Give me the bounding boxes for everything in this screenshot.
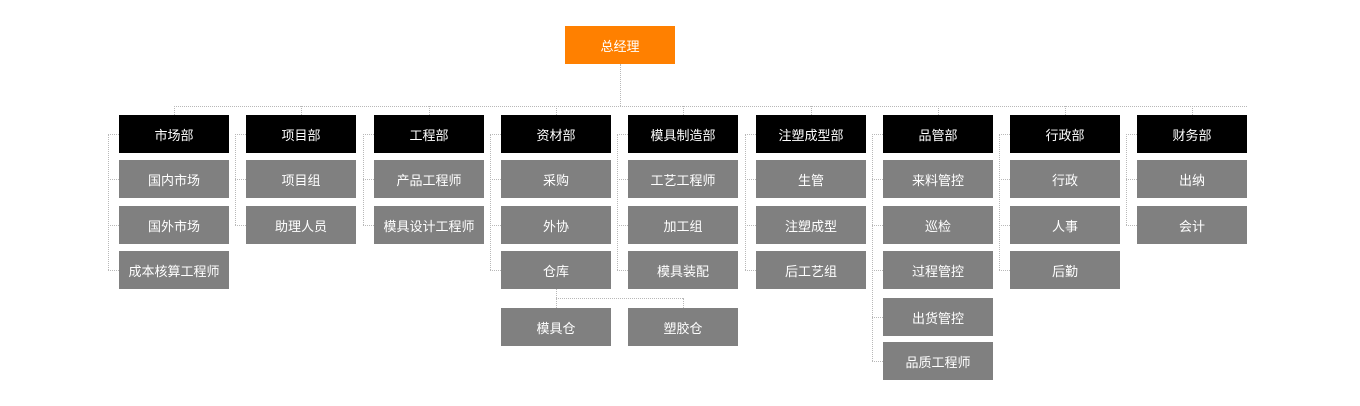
connector-unit-stub-5-0 (745, 179, 756, 180)
connector-dept-8 (1192, 106, 1193, 115)
connector-unit-stub-3-2 (490, 270, 501, 271)
unit-node: 巡检 (883, 206, 993, 244)
department-node: 项目部 (246, 115, 356, 153)
connector-grand-bus-1 (556, 298, 683, 299)
department-node: 行政部 (1010, 115, 1120, 153)
unit-node: 加工组 (628, 206, 738, 244)
connector-unit-stub-3-1 (490, 225, 501, 226)
connector-dept-stub-6 (872, 134, 883, 135)
connector-dept-stub-0 (108, 134, 119, 135)
connector-unit-stub-0-2 (108, 270, 119, 271)
department-node: 工程部 (374, 115, 484, 153)
unit-node: 采购 (501, 160, 611, 198)
unit-node: 外协 (501, 206, 611, 244)
department-node: 财务部 (1137, 115, 1247, 153)
connector-dept-4 (683, 106, 684, 115)
connector-unit-stub-4-2 (617, 270, 628, 271)
connector-unit-stub-6-4 (872, 361, 883, 362)
unit-node: 品质工程师 (883, 342, 993, 380)
connector-rail-full-7 (999, 134, 1000, 270)
connector-rail-full-0 (108, 134, 109, 270)
connector-grand-parent (556, 289, 557, 298)
unit-node: 出货管控 (883, 298, 993, 336)
connector-dept-stub-4 (617, 134, 628, 135)
connector-dept-stub-1 (235, 134, 246, 135)
unit-node: 生管 (756, 160, 866, 198)
unit-node: 塑胶仓 (628, 308, 738, 346)
unit-node: 成本核算工程师 (119, 251, 229, 289)
connector-unit-stub-1-1 (235, 225, 246, 226)
connector-unit-stub-6-1 (872, 225, 883, 226)
connector-dept-stub-3 (490, 134, 501, 135)
connector-dept-stub-8 (1126, 134, 1137, 135)
connector-unit-stub-6-3 (872, 317, 883, 318)
unit-node: 项目组 (246, 160, 356, 198)
connector-unit-stub-7-1 (999, 225, 1010, 226)
unit-node: 行政 (1010, 160, 1120, 198)
connector-dept-5 (811, 106, 812, 115)
connector-unit-stub-4-1 (617, 225, 628, 226)
connector-dept-0 (174, 106, 175, 115)
connector-unit-stub-5-1 (745, 225, 756, 226)
connector-unit-stub-0-1 (108, 225, 119, 226)
unit-node: 会计 (1137, 206, 1247, 244)
unit-node: 国内市场 (119, 160, 229, 198)
connector-rail-full-6 (872, 134, 873, 361)
connector-unit-stub-7-2 (999, 270, 1010, 271)
department-node: 资材部 (501, 115, 611, 153)
connector-unit-stub-4-0 (617, 179, 628, 180)
connector-unit-stub-0-0 (108, 179, 119, 180)
connector-dept-7 (1065, 106, 1066, 115)
connector-bus (174, 106, 1247, 107)
unit-node: 后工艺组 (756, 251, 866, 289)
connector-dept-stub-2 (363, 134, 374, 135)
connector-dept-2 (429, 106, 430, 115)
unit-node: 来料管控 (883, 160, 993, 198)
root-node: 总经理 (565, 26, 675, 64)
connector-dept-1 (301, 106, 302, 115)
connector-grand-1 (683, 298, 684, 308)
connector-dept-stub-7 (999, 134, 1010, 135)
department-node: 注塑成型部 (756, 115, 866, 153)
unit-node: 仓库 (501, 251, 611, 289)
connector-dept-stub-5 (745, 134, 756, 135)
unit-node: 人事 (1010, 206, 1120, 244)
unit-node: 注塑成型 (756, 206, 866, 244)
unit-node: 助理人员 (246, 206, 356, 244)
department-node: 模具制造部 (628, 115, 738, 153)
unit-node: 产品工程师 (374, 160, 484, 198)
connector-unit-stub-3-0 (490, 179, 501, 180)
connector-unit-stub-8-1 (1126, 225, 1137, 226)
connector-dept-3 (556, 106, 557, 115)
connector-unit-stub-1-0 (235, 179, 246, 180)
connector-unit-stub-2-0 (363, 179, 374, 180)
connector-rail-full-4 (617, 134, 618, 270)
unit-node: 模具仓 (501, 308, 611, 346)
unit-node: 出纳 (1137, 160, 1247, 198)
department-node: 市场部 (119, 115, 229, 153)
unit-node: 后勤 (1010, 251, 1120, 289)
unit-node: 工艺工程师 (628, 160, 738, 198)
connector-unit-stub-2-1 (363, 225, 374, 226)
connector-rail-full-3 (490, 134, 491, 270)
department-node: 品管部 (883, 115, 993, 153)
unit-node: 过程管控 (883, 251, 993, 289)
connector-unit-stub-6-2 (872, 270, 883, 271)
unit-node: 模具设计工程师 (374, 206, 484, 244)
connector-rail-full-1 (235, 134, 236, 225)
connector-rail-full-5 (745, 134, 746, 270)
connector-root (620, 64, 621, 106)
connector-unit-stub-6-0 (872, 179, 883, 180)
unit-node: 国外市场 (119, 206, 229, 244)
unit-node: 模具装配 (628, 251, 738, 289)
connector-grand-0 (556, 298, 557, 308)
connector-dept-6 (938, 106, 939, 115)
connector-rail-full-8 (1126, 134, 1127, 225)
connector-unit-stub-7-0 (999, 179, 1010, 180)
connector-unit-stub-8-0 (1126, 179, 1137, 180)
connector-unit-stub-5-2 (745, 270, 756, 271)
connector-rail-full-2 (363, 134, 364, 225)
